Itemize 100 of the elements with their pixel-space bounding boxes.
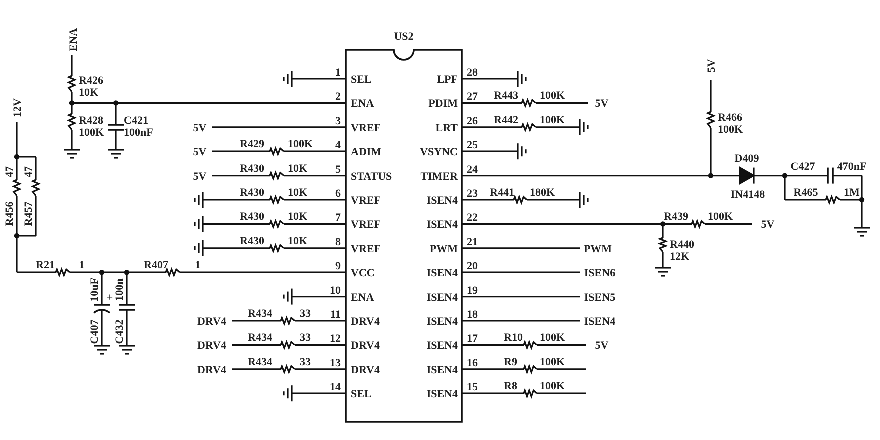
pin-number: 14 bbox=[330, 382, 341, 394]
component-label: R434 bbox=[248, 356, 272, 368]
component-label: R440 bbox=[670, 239, 694, 251]
component-value: 10K bbox=[288, 211, 308, 224]
net-label: 12V bbox=[12, 98, 24, 118]
component-label: R430 bbox=[240, 235, 264, 248]
pin-number: 6 bbox=[336, 188, 341, 200]
pin-number: 4 bbox=[336, 140, 341, 152]
component-value: 100K bbox=[79, 127, 104, 139]
component-value: 10K bbox=[288, 162, 308, 175]
pin-name: VREF bbox=[351, 122, 381, 134]
pin-number: 15 bbox=[467, 382, 478, 394]
pin-number: 28 bbox=[467, 67, 478, 79]
net-label: 5V bbox=[761, 219, 775, 232]
chip-designator: US2 bbox=[394, 31, 414, 43]
component-label: R439 bbox=[664, 211, 688, 224]
component-value: 1M bbox=[844, 187, 860, 199]
component-label: C427 bbox=[790, 161, 816, 173]
pin-number: 9 bbox=[336, 260, 341, 273]
pin-name: ENA bbox=[351, 98, 374, 110]
pin-number: 17 bbox=[467, 333, 478, 346]
pin-number: 10 bbox=[330, 284, 341, 297]
component-label: R456 bbox=[4, 202, 16, 226]
net-label: DRV4 bbox=[198, 340, 226, 352]
component-value: 1 bbox=[195, 260, 201, 272]
pin-number: 21 bbox=[467, 236, 478, 248]
component-value: 100K bbox=[540, 332, 566, 344]
component-value: 33 bbox=[300, 308, 311, 320]
component-value: 10K bbox=[288, 235, 308, 248]
component-label: R430 bbox=[240, 162, 264, 175]
component-value: 180K bbox=[530, 187, 556, 199]
pin-name: PWM bbox=[430, 243, 458, 256]
pin-number: 23 bbox=[467, 188, 478, 200]
component-label: R407 bbox=[144, 260, 168, 272]
component-label: C432 bbox=[114, 320, 126, 344]
component-value: 12K bbox=[670, 251, 690, 263]
component-label: R430 bbox=[240, 211, 264, 224]
component-label: R465 bbox=[794, 187, 818, 199]
pin-name: VREF bbox=[351, 219, 381, 232]
net-label: ENA bbox=[68, 28, 80, 52]
component-value: 100n bbox=[114, 278, 126, 302]
component-label: C421 bbox=[124, 115, 148, 127]
net-label: DRV4 bbox=[198, 316, 226, 328]
pin-name: ISEN4 bbox=[426, 195, 458, 207]
pin-number: 22 bbox=[467, 212, 478, 224]
pin-name: DRV4 bbox=[351, 316, 380, 328]
component-value: 100K bbox=[540, 90, 566, 102]
pin-number: 3 bbox=[336, 115, 341, 128]
pin-name: PDIM bbox=[428, 98, 458, 110]
net-label: 5V bbox=[706, 59, 718, 73]
pin-name: SEL bbox=[351, 388, 372, 401]
net-label: ISEN4 bbox=[584, 316, 616, 328]
pin-name: LPF bbox=[437, 74, 458, 86]
net-label: 5V bbox=[595, 98, 609, 110]
pin-number: 8 bbox=[336, 236, 341, 248]
component-value: 100K bbox=[288, 138, 314, 151]
component-label: R442 bbox=[494, 114, 518, 126]
net-label: 5V bbox=[595, 340, 609, 352]
pin-name: TIMER bbox=[420, 170, 458, 183]
pin-number: 20 bbox=[467, 260, 478, 273]
net-label: 5V bbox=[193, 122, 207, 134]
pin-name: ISEN4 bbox=[426, 292, 458, 304]
component-value: 1 bbox=[79, 260, 85, 272]
pin-name: ISEN4 bbox=[426, 268, 458, 280]
component-label: R466 bbox=[718, 112, 742, 124]
component-value: 470nF bbox=[837, 161, 867, 173]
component-value: 47 bbox=[4, 166, 16, 178]
net-label: ISEN6 bbox=[584, 268, 616, 280]
pin-name: ISEN4 bbox=[426, 219, 458, 232]
component-label: R430 bbox=[240, 187, 264, 199]
component-label: R441 bbox=[490, 187, 514, 199]
pin-number: 19 bbox=[467, 284, 478, 297]
component-value: 47 bbox=[23, 166, 35, 178]
pin-name: VREF bbox=[351, 243, 381, 256]
pin-number: 7 bbox=[336, 212, 341, 224]
component-label: R426 bbox=[79, 75, 104, 87]
component-label: R9 bbox=[504, 356, 518, 368]
component-value: IN4148 bbox=[730, 189, 766, 201]
pin-number: 2 bbox=[336, 91, 341, 104]
component-value: 100K bbox=[708, 211, 734, 224]
component-value: 10K bbox=[288, 187, 308, 199]
pin-name: VREF bbox=[351, 195, 381, 207]
component-value: 100K bbox=[540, 356, 566, 368]
component-label: R10 bbox=[504, 332, 523, 344]
component-label: C407 bbox=[89, 320, 101, 344]
polarity-mark: + bbox=[106, 292, 114, 304]
pin-number: 18 bbox=[467, 309, 478, 321]
component-value: 33 bbox=[300, 332, 311, 344]
component-label: R457 bbox=[23, 202, 35, 226]
pin-number: 27 bbox=[467, 91, 478, 104]
pin-number: 26 bbox=[467, 115, 478, 128]
pin-name: ISEN4 bbox=[426, 316, 458, 328]
component-label: R434 bbox=[248, 308, 272, 320]
component-value: 100K bbox=[540, 114, 566, 126]
pin-number: 12 bbox=[330, 333, 341, 346]
component-value: 100K bbox=[718, 124, 744, 136]
pin-name: DRV4 bbox=[351, 340, 380, 352]
pin-name: VSYNC bbox=[420, 146, 458, 159]
pin-number: 11 bbox=[330, 309, 341, 321]
pin-number: 13 bbox=[330, 357, 341, 370]
